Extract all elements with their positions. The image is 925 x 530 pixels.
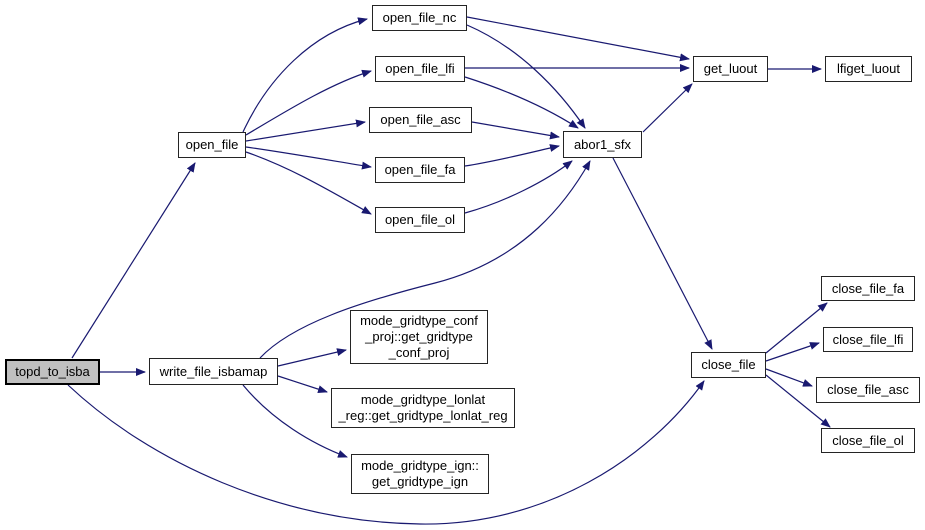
- edge-open_file_asc--abor1_sfx: [471, 121, 560, 140]
- edge-open_file_nc--get_luout: [466, 16, 690, 62]
- edge-close_file--close_file_asc: [765, 368, 813, 387]
- node-mode_gridtype_ign[interactable]: mode_gridtype_ign:: get_gridtype_ign: [351, 454, 489, 494]
- node-close_file[interactable]: close_file: [691, 352, 766, 378]
- edge-abor1_sfx--close_file: [612, 157, 713, 350]
- edge-open_file--open_file_ol: [245, 151, 372, 215]
- edge-close_file--close_file_fa: [765, 302, 828, 354]
- edge-open_file--open_file_asc: [245, 119, 366, 142]
- node-abor1_sfx[interactable]: abor1_sfx: [563, 131, 642, 158]
- edge-topd_to_isba--close_file: [67, 380, 705, 525]
- node-open_file_nc[interactable]: open_file_nc: [372, 5, 467, 31]
- edge-open_file_nc--abor1_sfx: [466, 24, 586, 129]
- edge-close_file--close_file_ol: [765, 374, 831, 428]
- edge-abor1_sfx--get_luout: [642, 83, 693, 133]
- edge-write_file_isbamap--mode_gridtype_ign: [242, 384, 348, 458]
- node-open_file_fa[interactable]: open_file_fa: [375, 157, 465, 183]
- node-mode_gridtype_lonlat_reg[interactable]: mode_gridtype_lonlat _reg::get_gridtype_…: [331, 388, 515, 428]
- edge-open_file--open_file_nc: [242, 17, 368, 133]
- node-close_file_ol[interactable]: close_file_ol: [821, 428, 915, 453]
- edge-write_file_isbamap--abor1_sfx: [259, 160, 591, 359]
- edge-open_file_ol--abor1_sfx: [464, 160, 573, 214]
- node-mode_gridtype_conf_proj[interactable]: mode_gridtype_conf _proj::get_gridtype _…: [350, 310, 488, 364]
- edge-open_file_fa--abor1_sfx: [464, 144, 560, 167]
- node-open_file[interactable]: open_file: [178, 132, 246, 158]
- node-write_file_isbamap[interactable]: write_file_isbamap: [149, 358, 278, 385]
- edge-write_file_isbamap--mode_gridtype_lonlat_reg: [277, 375, 328, 394]
- edge-open_file--open_file_fa: [245, 146, 372, 170]
- node-close_file_asc[interactable]: close_file_asc: [816, 377, 920, 403]
- node-open_file_asc[interactable]: open_file_asc: [369, 107, 472, 133]
- edge-open_file_lfi--abor1_sfx: [464, 76, 579, 129]
- edge-close_file--close_file_lfi: [765, 342, 820, 362]
- node-open_file_ol[interactable]: open_file_ol: [375, 207, 465, 233]
- edge-open_file--open_file_lfi: [245, 69, 372, 136]
- node-get_luout[interactable]: get_luout: [693, 56, 768, 82]
- node-lfiget_luout[interactable]: lfiget_luout: [825, 56, 912, 82]
- node-close_file_fa[interactable]: close_file_fa: [821, 276, 915, 301]
- edge-write_file_isbamap--mode_gridtype_conf_proj: [277, 348, 347, 367]
- node-topd_to_isba[interactable]: topd_to_isba: [5, 359, 100, 385]
- edge-topd_to_isba--open_file: [71, 162, 196, 359]
- node-close_file_lfi[interactable]: close_file_lfi: [823, 327, 913, 352]
- node-open_file_lfi[interactable]: open_file_lfi: [375, 56, 465, 82]
